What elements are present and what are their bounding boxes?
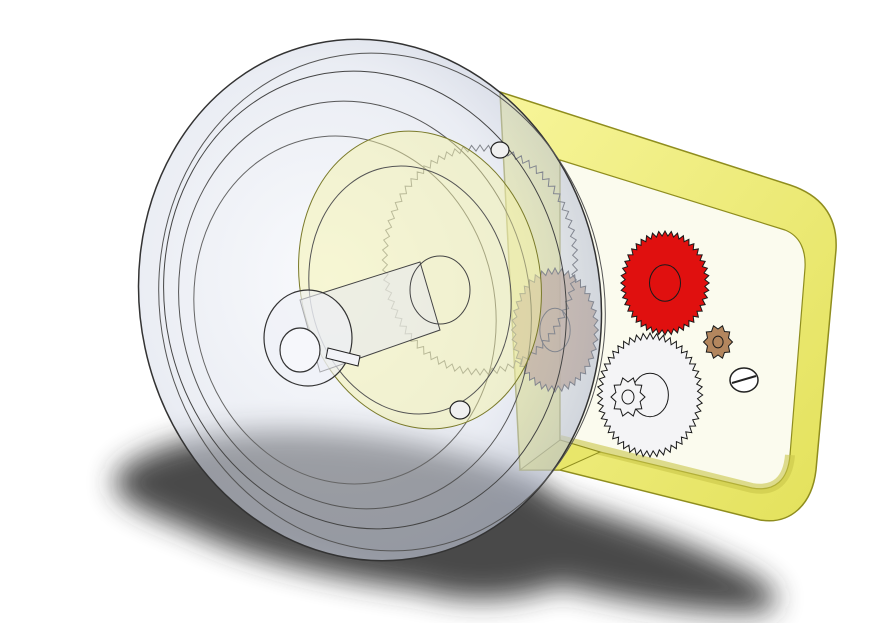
screw-head bbox=[729, 367, 759, 393]
transparent-dome bbox=[137, 38, 606, 562]
white-pinion-gear bbox=[610, 377, 646, 417]
bronze-pinion-gear-hub bbox=[712, 335, 724, 349]
red-gear-hub bbox=[649, 264, 681, 302]
white-gear bbox=[596, 331, 704, 459]
white-pinion-gear-hub bbox=[621, 389, 635, 405]
red-gear bbox=[619, 229, 711, 337]
bronze-pinion-gear bbox=[702, 325, 734, 359]
